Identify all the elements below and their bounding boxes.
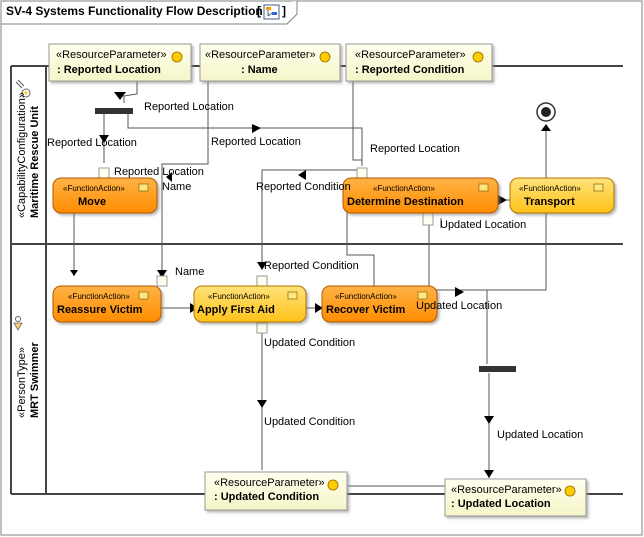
arrowheads <box>70 92 551 478</box>
resource-parameter[interactable] <box>444 478 587 517</box>
action-name: Apply First Aid <box>197 304 275 316</box>
control-flows <box>73 81 547 487</box>
flow-label: Updated Location <box>416 300 502 312</box>
frame-title-tab <box>1 1 298 25</box>
action-recover-victim[interactable] <box>321 285 438 323</box>
lane-name: Maritime Rescue Unit <box>29 106 41 218</box>
flow-label: Updated Condition <box>264 416 355 428</box>
action-apply-first-aid[interactable] <box>193 285 307 323</box>
resource-parameter[interactable] <box>199 43 341 82</box>
join-bar <box>479 366 516 372</box>
flow-label: Updated Condition <box>264 337 355 349</box>
action-reassure-victim[interactable] <box>52 285 162 323</box>
parameter-name: : Reported Condition <box>355 64 465 76</box>
flow-label: Reported Location <box>114 166 204 178</box>
action-stereotype: «FunctionAction» <box>68 292 130 301</box>
parameter-name: : Updated Condition <box>214 491 319 503</box>
resource-parameter[interactable] <box>204 471 348 511</box>
action-icon <box>138 291 149 300</box>
parameter-stereotype: «ResourceParameter» <box>214 477 325 489</box>
action-transport[interactable] <box>509 177 615 214</box>
parameter-name: : Reported Location <box>57 64 161 76</box>
action-determine-destination[interactable] <box>342 177 499 214</box>
resource-parameter[interactable] <box>345 43 493 82</box>
capability-configuration-icon <box>15 79 31 98</box>
flow-label: Reported Location <box>47 137 137 149</box>
lane-stereotype: «CapabilityConfiguration» <box>16 92 28 218</box>
action-name: Recover Victim <box>326 304 406 316</box>
frame-title-bracket-open: [ <box>257 4 261 18</box>
flow-label: Reported Location <box>211 136 301 148</box>
action-icon <box>593 183 604 192</box>
flow-label: Name <box>175 266 204 278</box>
flow-label: Reported Condition <box>264 260 359 272</box>
lane-name: MRT Swimmer <box>29 341 41 418</box>
parameter-name: : Name <box>241 64 278 76</box>
action-stereotype: «FunctionAction» <box>519 184 581 193</box>
action-icon <box>287 291 298 300</box>
parameter-icon <box>319 51 331 63</box>
resource-parameter[interactable] <box>48 43 192 82</box>
action-icon <box>478 183 489 192</box>
final-node-icon <box>536 102 556 122</box>
action-move[interactable] <box>52 177 158 214</box>
parameter-icon <box>564 485 576 497</box>
parameter-stereotype: «ResourceParameter» <box>451 484 562 496</box>
frame-title-bracket-close: ] <box>282 4 286 18</box>
flow-label: Updated Location <box>497 429 583 441</box>
flow-label: Name <box>162 181 191 193</box>
pins <box>98 167 434 334</box>
flow-label: Reported Location <box>144 101 234 113</box>
lane-stereotype: «PersonType» <box>16 347 28 418</box>
person-type-icon <box>13 316 23 331</box>
parameter-icon <box>171 51 183 63</box>
action-stereotype: «FunctionAction» <box>63 184 125 193</box>
flow-label: Reported Condition <box>256 181 351 193</box>
parameter-stereotype: «ResourceParameter» <box>205 49 316 61</box>
diagram-icon[interactable] <box>263 4 280 20</box>
lane-mrt-swimmer: «PersonType» MRT Swimmer <box>13 316 41 418</box>
parameter-name: : Updated Location <box>451 498 551 510</box>
parameter-stereotype: «ResourceParameter» <box>56 49 167 61</box>
parameter-icon <box>327 479 339 491</box>
action-stereotype: «FunctionAction» <box>208 292 270 301</box>
flow-label: Reported Location <box>370 143 460 155</box>
fork-bar <box>95 108 133 114</box>
parameter-icon <box>472 51 484 63</box>
action-name: Reassure Victim <box>57 304 143 316</box>
action-stereotype: «FunctionAction» <box>373 184 435 193</box>
parameter-stereotype: «ResourceParameter» <box>355 49 466 61</box>
action-name: Move <box>78 196 106 208</box>
frame-title: SV-4 Systems Functionality Flow Descript… <box>6 4 263 18</box>
action-icon <box>417 291 428 300</box>
action-name: Determine Destination <box>347 196 464 208</box>
action-icon <box>138 183 149 192</box>
action-name: Transport <box>524 196 575 208</box>
action-stereotype: «FunctionAction» <box>335 292 397 301</box>
lane-maritime-rescue-unit: «CapabilityConfiguration» Maritime Rescu… <box>15 79 41 218</box>
flow-label: Updated Location <box>440 219 526 231</box>
